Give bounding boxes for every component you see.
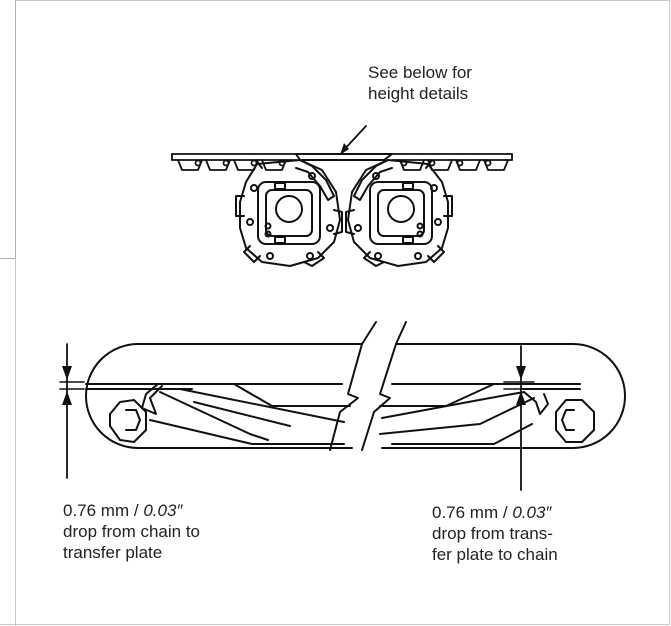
callout-left-measure-line: 0.76 mm / 0.03″ xyxy=(63,500,200,521)
callout-right-line2: drop from trans- xyxy=(432,524,553,543)
sprocket-assembly xyxy=(171,125,513,267)
transfer-profile xyxy=(59,321,626,491)
dim-left-arrow-top xyxy=(62,366,72,380)
dim-left-arrow-bottom xyxy=(62,391,72,405)
callout-drop-chain-to-plate: 0.76 mm / 0.03″ drop from chain to trans… xyxy=(63,500,200,563)
leader-arrowhead xyxy=(340,143,349,155)
profile-right-end xyxy=(381,343,626,449)
callout-right-measure-imperial: 0.03″ xyxy=(512,503,552,522)
top-rule xyxy=(15,0,670,1)
callout-left-line3: transfer plate xyxy=(63,543,163,562)
left-rule xyxy=(15,258,16,626)
chain-right-top xyxy=(391,153,513,171)
sprocket-left xyxy=(235,159,343,267)
dim-right-arrow-bottom xyxy=(516,391,526,405)
callout-top-line1: See below for xyxy=(368,63,472,82)
break-line-right xyxy=(361,321,407,451)
callout-left-measure-imperial: 0.03″ xyxy=(143,501,183,520)
callout-right-line3: fer plate to chain xyxy=(432,545,558,564)
callout-right-measure-line: 0.76 mm / 0.03″ xyxy=(432,502,558,523)
profile-left-sprocket xyxy=(109,399,147,443)
chain-left-top xyxy=(171,153,297,171)
callout-left-measure: 0.76 mm / xyxy=(63,501,144,520)
profile-right-sprocket xyxy=(555,399,595,443)
callout-drop-plate-to-chain: 0.76 mm / 0.03″ drop from trans- fer pla… xyxy=(432,502,558,565)
break-line-left xyxy=(329,321,377,451)
profile-left-end xyxy=(85,343,363,449)
left-panel-edge xyxy=(0,0,16,259)
callout-right-measure: 0.76 mm / xyxy=(432,503,513,522)
callout-height-details: See below for height details xyxy=(368,62,472,104)
sprocket-right xyxy=(345,159,453,267)
callout-top-line2: height details xyxy=(368,84,469,103)
transfer-plate-top xyxy=(295,153,393,161)
dim-right-arrow-top xyxy=(516,366,526,380)
callout-left-line2: drop from chain to xyxy=(63,522,201,541)
